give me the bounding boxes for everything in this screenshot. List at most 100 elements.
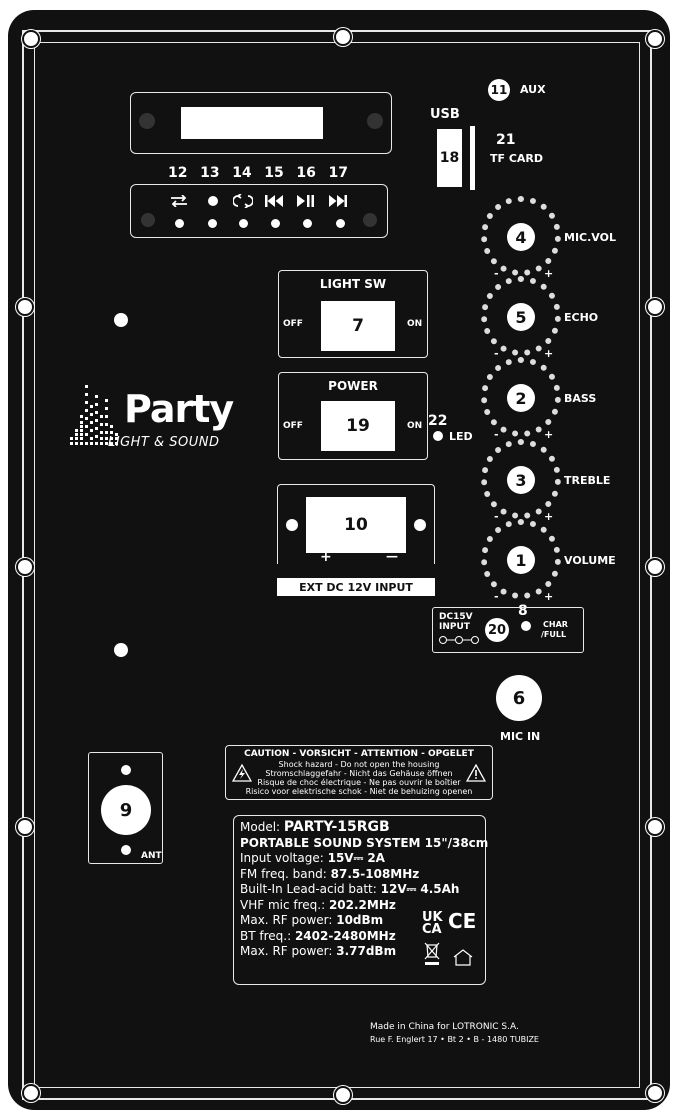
tf-card-number: 21 [496,132,516,148]
spec-model-value: PARTY-15RGB [283,819,390,835]
antenna-panel: 9 ANT [88,752,163,864]
echo-number: 5 [507,303,535,331]
screw-icon [16,298,34,316]
knob-plus: + [544,347,554,360]
power-switch-on: ON [407,421,423,431]
bass-number: 2 [507,384,535,412]
play-pause-icon [297,195,314,207]
light-switch-on: ON [407,319,423,329]
mount-hole-icon [114,313,128,327]
ext-dc-panel: 10 + — [277,484,435,565]
ext-dc-label: EXT DC 12V INPUT [299,580,413,594]
led-label: LED [449,430,473,443]
button-number: 14 [232,165,252,181]
spec-vhf-label: VHF mic freq.: [240,897,329,912]
screw-icon [334,1086,352,1104]
brand-logo: Party LIGHT & SOUND [68,385,248,455]
knob-minus: - [494,428,499,441]
volume-label: VOLUME [564,554,616,567]
screw-icon [16,818,34,836]
caution-line: Shock hazard - Do not open the housing [278,760,440,769]
mount-hole-icon [114,643,128,657]
spec-rf1-label: Max. RF power: [240,913,337,927]
charge-label-line1: CHAR [543,620,568,629]
knob-minus: - [494,267,499,280]
antenna-label: ANT [141,851,162,861]
record-button[interactable] [208,219,217,228]
caution-notice: CAUTION - VORSICHT - ATTENTION - OPGELET… [225,745,493,800]
screw-icon [334,28,352,46]
power-switch-number: 19 [346,416,370,436]
next-button[interactable] [336,219,345,228]
usb-label: USB [430,107,460,122]
spec-rf2-label: Max. RF power: [240,944,337,958]
brand-subtitle: LIGHT & SOUND [108,435,220,450]
mic-volume-number: 4 [507,223,535,251]
screw-hole-icon [363,213,377,227]
knob-minus: - [494,590,499,603]
light-switch-title: LIGHT SW [319,277,387,291]
bass-knob[interactable] [481,357,561,437]
screw-hole-icon [121,845,131,855]
screw-icon [646,1084,664,1102]
spec-input: Input voltage: 15V⎓ 2A [240,851,479,867]
light-switch-off: OFF [283,319,303,329]
antenna-jack[interactable]: 9 [101,785,151,835]
light-switch[interactable]: 7 [321,301,395,351]
ext-dc-label-bar: EXT DC 12V INPUT [277,578,435,596]
spec-rf1: Max. RF power: 10dBm [240,913,479,929]
previous-icon [265,195,283,207]
spec-bt-label: BT freq.: [240,928,295,943]
charge-label-line2: /FULL [541,630,567,639]
repeat-button[interactable] [239,219,248,228]
indoor-use-icon [453,949,473,966]
previous-button[interactable] [271,219,280,228]
power-switch-title: POWER [328,379,378,393]
mic-volume-label: MIC.VOL [564,231,616,244]
spec-rf1-value: 10dBm [336,913,384,927]
echo-label: ECHO [564,311,599,324]
button-number: 13 [200,165,220,181]
mic-number: 6 [512,687,526,709]
ext-dc-connector[interactable]: 10 [306,497,406,553]
knob-number: 4 [515,227,527,247]
knob-plus: + [544,590,554,603]
echo-knob[interactable] [481,276,561,356]
knob-column: 4 MIC.VOL - + 5 ECHO - + 2 BASS - + 3 TR… [478,195,658,615]
mic-volume-knob[interactable] [481,196,561,276]
spec-fm-value: 87.5-108MHz [330,866,420,881]
shuffle-button[interactable] [175,219,184,228]
spec-rf2-value: 3.77dBm [336,944,397,958]
spec-batt: Built-In Lead-acid batt: 12V⎓ 4.5Ah [240,882,479,898]
knob-plus: + [544,510,554,523]
usb-port[interactable]: 18 [437,129,462,187]
knob-minus: - [494,510,499,523]
tf-card-slot[interactable] [470,126,475,190]
next-icon [329,195,347,207]
charge-led-icon [521,621,531,631]
mic-input-jack[interactable]: 6 [496,675,542,721]
control-buttons-module [130,184,388,238]
power-led-icon [433,431,443,441]
volume-knob[interactable] [481,519,561,599]
power-switch-off: OFF [283,421,303,431]
dc15-jack[interactable]: 20 [485,618,509,642]
treble-knob[interactable] [481,439,561,519]
button-numbers: 12 13 14 15 16 17 [168,165,348,181]
display-module [130,92,392,154]
play-pause-button[interactable] [303,219,312,228]
aux-number: 11 [490,83,508,97]
screw-icon [22,1084,40,1102]
knob-number: 3 [515,470,527,490]
aux-jack[interactable]: 11 [488,79,510,101]
dc15-label-line1: DC15V [439,612,473,622]
button-number: 15 [264,165,284,181]
antenna-number: 9 [119,799,133,821]
screw-icon [646,558,664,576]
button-number: 12 [168,165,188,181]
equalizer-logo-icon [70,385,118,445]
power-switch[interactable]: 19 [321,401,395,451]
ukca-mark: UK CA [422,910,443,937]
ext-dc-number: 10 [344,515,368,535]
led-number: 22 [428,413,448,429]
